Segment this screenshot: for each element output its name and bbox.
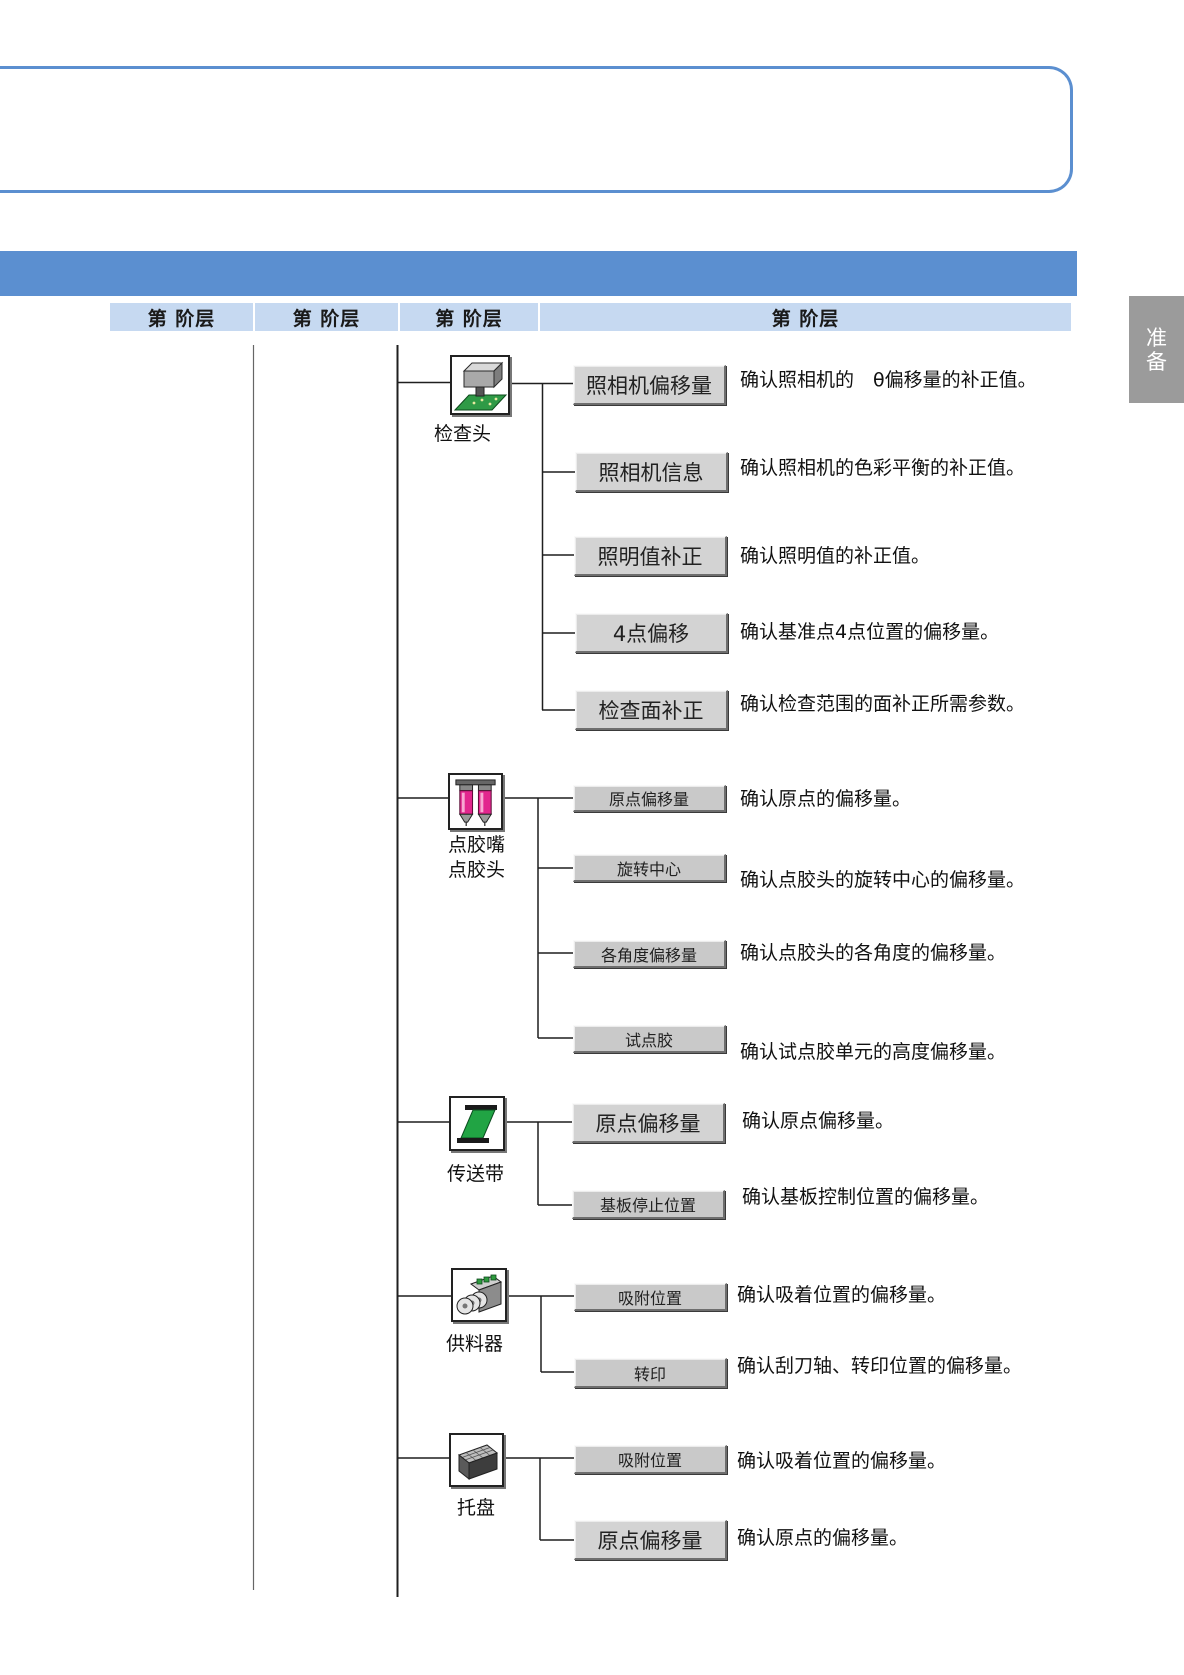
tray-pickup-position-button: 吸附位置 [574,1445,727,1474]
chapter-tab: 准 备 [1129,296,1184,403]
camera-offset-description: 确认照相机的 θ偏移量的补正值。 [740,369,1037,391]
dispenser-head-icon [448,773,503,830]
dispenser-angle-offset-description: 确认点胶头的各角度的偏移量。 [740,942,1007,964]
conveyor-origin-offset-description: 确认原点偏移量。 [742,1110,895,1132]
header-level-4: 第 阶层 [540,303,1071,331]
board-stop-position-button: 基板停止位置 [572,1190,725,1219]
dispenser-rotation-center-button: 旋转中心 [573,854,726,882]
four-point-offset-button: 4点偏移 [575,613,728,653]
header-level-1: 第 阶层 [110,303,253,331]
chapter-tab-char: 准 [1146,325,1167,350]
dispenser-origin-offset-button: 原点偏移量 [573,785,726,812]
title-frame [0,66,1073,193]
header-level-3: 第 阶层 [400,303,538,331]
inspection-head-icon [450,355,510,415]
illumination-correction-button: 照明值补正 [574,536,727,576]
inspection-head-graphic [453,361,508,411]
conveyor-origin-offset-button: 原点偏移量 [572,1103,725,1143]
tray-icon [449,1433,504,1487]
dispenser-nozzle-label: 点胶嘴 [448,834,506,856]
feeder-label: 供料器 [446,1333,504,1355]
camera-offset-button: 照相机偏移量 [573,365,726,405]
feeder-pickup-position-description: 确认吸着位置的偏移量。 [737,1284,947,1306]
feeder-icon [451,1268,507,1322]
illumination-correction-description: 确认照明值的补正值。 [740,545,931,567]
header-level-2: 第 阶层 [255,303,398,331]
feeder-transfer-description: 确认刮刀轴、转印位置的偏移量。 [737,1355,1023,1377]
tray-origin-offset-button: 原点偏移量 [574,1520,727,1560]
feeder-pickup-position-button: 吸附位置 [574,1283,727,1311]
inspection-surface-correction-description: 确认检查范围的面补正所需参数。 [740,693,1026,715]
dispenser-origin-offset-description: 确认原点的偏移量。 [740,788,912,810]
dispenser-rotation-center-description: 确认点胶头的旋转中心的偏移量。 [740,869,1026,891]
conveyor-icon [449,1096,505,1151]
tray-label: 托盘 [457,1497,496,1519]
camera-info-button: 照相机信息 [575,452,728,492]
test-dispense-description: 确认试点胶单元的高度偏移量。 [740,1041,1007,1063]
tray-pickup-position-description: 确认吸着位置的偏移量。 [737,1450,947,1472]
feeder-transfer-button: 转印 [574,1358,727,1388]
inspection-surface-correction-button: 检查面补正 [575,690,728,730]
section-bar [0,251,1077,296]
chapter-tab-char: 备 [1146,349,1167,374]
feeder-graphic [456,1274,503,1315]
test-dispense-button: 试点胶 [573,1025,726,1053]
tray-origin-offset-description: 确认原点的偏移量。 [737,1527,909,1549]
board-stop-position-description: 确认基板控制位置的偏移量。 [742,1186,990,1208]
four-point-offset-description: 确认基准点4点位置的偏移量。 [740,621,1000,643]
dispenser-head-graphic [455,779,496,827]
conveyor-graphic [457,1105,497,1143]
camera-info-description: 确认照相机的色彩平衡的补正值。 [740,457,1026,479]
dispenser-head-label: 点胶头 [448,859,506,881]
tray-graphic [457,1444,499,1481]
dispenser-angle-offset-button: 各角度偏移量 [573,940,726,968]
conveyor-label: 传送带 [447,1163,505,1185]
inspection-head-label: 检查头 [434,423,492,445]
